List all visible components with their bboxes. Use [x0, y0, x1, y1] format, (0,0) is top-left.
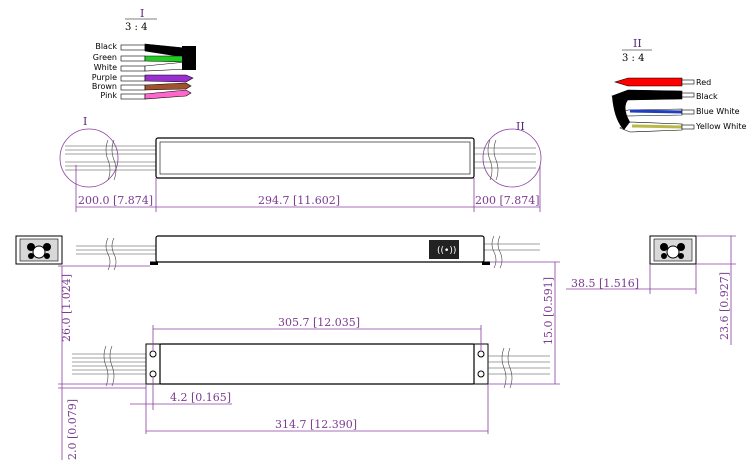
dim-height-left: 26.0 [1.024] — [60, 274, 73, 342]
wire-label-yellow-white: Yellow White — [695, 122, 747, 131]
wire-pink-insulation — [144, 89, 192, 100]
top-view: I II 200. — [59, 115, 542, 212]
dim-hole-spacing: 305.7 [12.035] — [278, 316, 360, 329]
detail-circle-right — [482, 128, 542, 188]
legend-ii-ratio: 3 : 4 — [622, 53, 644, 64]
wire-brown-insulation — [144, 82, 192, 91]
legend-ii-numeral: II — [633, 37, 642, 50]
legend-ii: II 3 : 4 Red Black Blue White Yellow Whi… — [610, 37, 747, 133]
driver-body-bottom — [159, 343, 475, 385]
detail-label-right: II — [516, 120, 525, 133]
legend-i-numeral: I — [140, 7, 144, 20]
wire-red-insulation — [613, 77, 683, 87]
wire-purple-insulation — [144, 74, 194, 83]
detail-label-left: I — [83, 115, 87, 128]
wire-label-pink: Pink — [100, 91, 117, 100]
dim-height-right: 15.0 [0.591] — [542, 277, 555, 345]
detail-circle-left — [59, 128, 119, 188]
dim-hole-offset: 4.2 [0.165] — [170, 391, 231, 404]
sensor-window — [429, 240, 459, 259]
side-view: ((•)) 38.5 [1.516] 23.6 [0.927] — [15, 235, 736, 345]
bottom-view: 305.7 [12.035] 4.2 [0.165] 314.7 [12.390… — [58, 261, 560, 460]
dim-flange-thickness: 2.0 [0.079] — [66, 399, 79, 460]
wire-yellow-white-stripe — [631, 124, 683, 129]
wire-blue-white-stripe — [629, 109, 683, 114]
wire-green-insulation — [144, 55, 186, 63]
driver-body-top — [155, 137, 475, 179]
wire-label-black-ii: Black — [696, 92, 718, 101]
wire-label-purple: Purple — [92, 73, 117, 82]
wire-label-blue-white: Blue White — [696, 107, 740, 116]
wire-black-ii-insulation — [610, 89, 683, 101]
legend-i: I 3 : 4 Black Green White Purple Brown P… — [92, 7, 196, 100]
wire-label-white: White — [94, 63, 117, 72]
wire-label-red: Red — [696, 78, 711, 87]
dim-lead-right: 200 [7.874] — [475, 194, 540, 207]
sensor-icon: ((•)) — [437, 246, 456, 256]
wire-label-brown: Brown — [92, 82, 117, 91]
wire-label-green: Green — [93, 53, 117, 62]
dim-overall-length: 314.7 [12.390] — [275, 418, 357, 431]
wire-label-black: Black — [95, 42, 117, 51]
dim-body-length-top: 294.7 [11.602] — [258, 194, 340, 207]
dim-lead-left: 200.0 [7.874] — [78, 194, 153, 207]
dim-end-height: 23.6 [0.927] — [718, 272, 731, 340]
dim-end-width: 38.5 [1.516] — [571, 277, 639, 290]
legend-i-ratio: 3 : 4 — [125, 22, 147, 33]
